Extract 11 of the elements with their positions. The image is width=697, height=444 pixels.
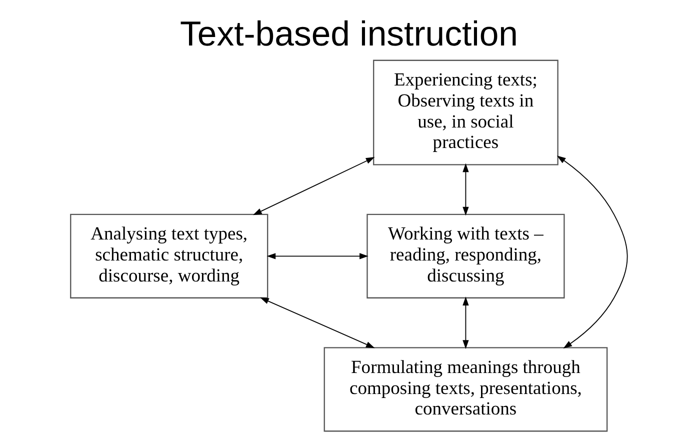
node-box: Experiencing texts; Observing texts in use, in social practices [372,60,558,166]
arrow [266,253,368,260]
node-box: Working with texts – reading, responding, discussing [366,214,564,298]
arrow [260,297,374,348]
arrow [556,156,628,348]
arrow [252,157,374,216]
arrow [462,163,468,216]
diagram-title: Text-based instruction [180,15,518,54]
node-box: Analysing text types, schematic structure, discourse, wording [70,214,268,298]
arrow [462,296,468,349]
node-box: Formulating meanings through composing texts, presentations, conversations [323,347,608,432]
